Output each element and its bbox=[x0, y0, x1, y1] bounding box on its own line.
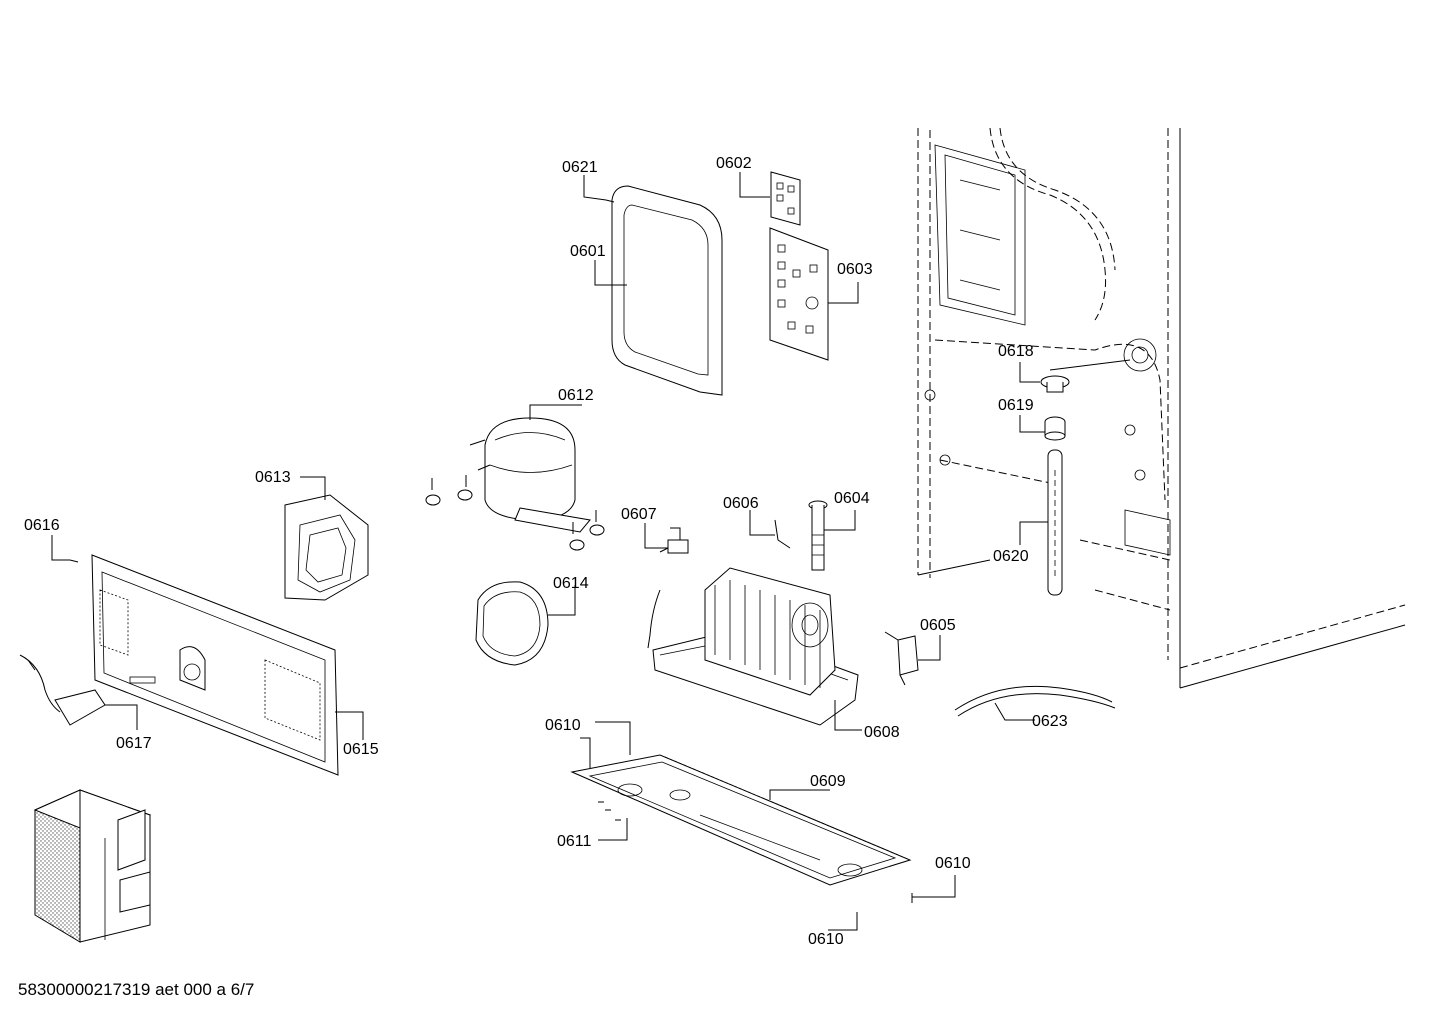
part-labels: 0621 0601 0602 0603 0612 0613 0616 0614 … bbox=[24, 155, 1068, 948]
label-0617: 0617 bbox=[116, 735, 152, 752]
base-screws bbox=[589, 745, 913, 922]
label-0616: 0616 bbox=[24, 517, 60, 534]
valve bbox=[884, 631, 919, 686]
label-0620: 0620 bbox=[993, 548, 1029, 565]
label-0601: 0601 bbox=[570, 243, 606, 260]
screw-0621 bbox=[605, 199, 615, 203]
back-panel bbox=[91, 554, 339, 776]
sticker-small bbox=[770, 171, 801, 226]
label-0611: 0611 bbox=[557, 833, 592, 850]
lamp-cover bbox=[1044, 416, 1066, 441]
compressor bbox=[425, 417, 605, 551]
label-0608: 0608 bbox=[864, 724, 900, 741]
label-0614: 0614 bbox=[553, 575, 589, 592]
label-0607: 0607 bbox=[621, 506, 657, 523]
condenser-tray bbox=[647, 567, 859, 726]
label-0610-a: 0610 bbox=[545, 717, 581, 734]
label-0610-c: 0610 bbox=[808, 931, 844, 948]
rear-cover-frame bbox=[611, 185, 723, 396]
power-cord bbox=[19, 654, 106, 726]
label-0619: 0619 bbox=[998, 397, 1034, 414]
drain-tube bbox=[1047, 449, 1063, 596]
fan-bracket bbox=[284, 494, 369, 601]
label-0612: 0612 bbox=[558, 387, 594, 404]
clip bbox=[774, 519, 791, 549]
hose bbox=[954, 685, 1116, 717]
fan-shroud bbox=[475, 581, 549, 666]
thermostat bbox=[659, 527, 689, 554]
label-0615: 0615 bbox=[343, 741, 379, 758]
label-0603: 0603 bbox=[837, 261, 873, 278]
compressor-feet bbox=[425, 489, 605, 551]
screw-0616 bbox=[69, 559, 79, 563]
label-0602: 0602 bbox=[716, 155, 752, 172]
sticker-large bbox=[769, 227, 829, 361]
base-frame bbox=[570, 754, 912, 886]
cabinet-rear bbox=[917, 127, 1406, 689]
label-0610-b: 0610 bbox=[935, 855, 971, 872]
packaging-box bbox=[33, 789, 152, 943]
label-0605: 0605 bbox=[920, 617, 956, 634]
label-0623: 0623 bbox=[1032, 713, 1068, 730]
label-0609: 0609 bbox=[810, 773, 846, 790]
leader-lines bbox=[51, 172, 1048, 931]
drain-pipe bbox=[808, 500, 828, 571]
screws bbox=[431, 475, 597, 534]
lamp-holder bbox=[1040, 375, 1070, 393]
document-code: 58300000217319 aet 000 a 6/7 bbox=[18, 980, 255, 999]
label-0606: 0606 bbox=[723, 495, 759, 512]
label-0613: 0613 bbox=[255, 469, 291, 486]
label-0604: 0604 bbox=[834, 490, 870, 507]
label-0618: 0618 bbox=[998, 343, 1034, 360]
label-0621: 0621 bbox=[562, 159, 598, 176]
